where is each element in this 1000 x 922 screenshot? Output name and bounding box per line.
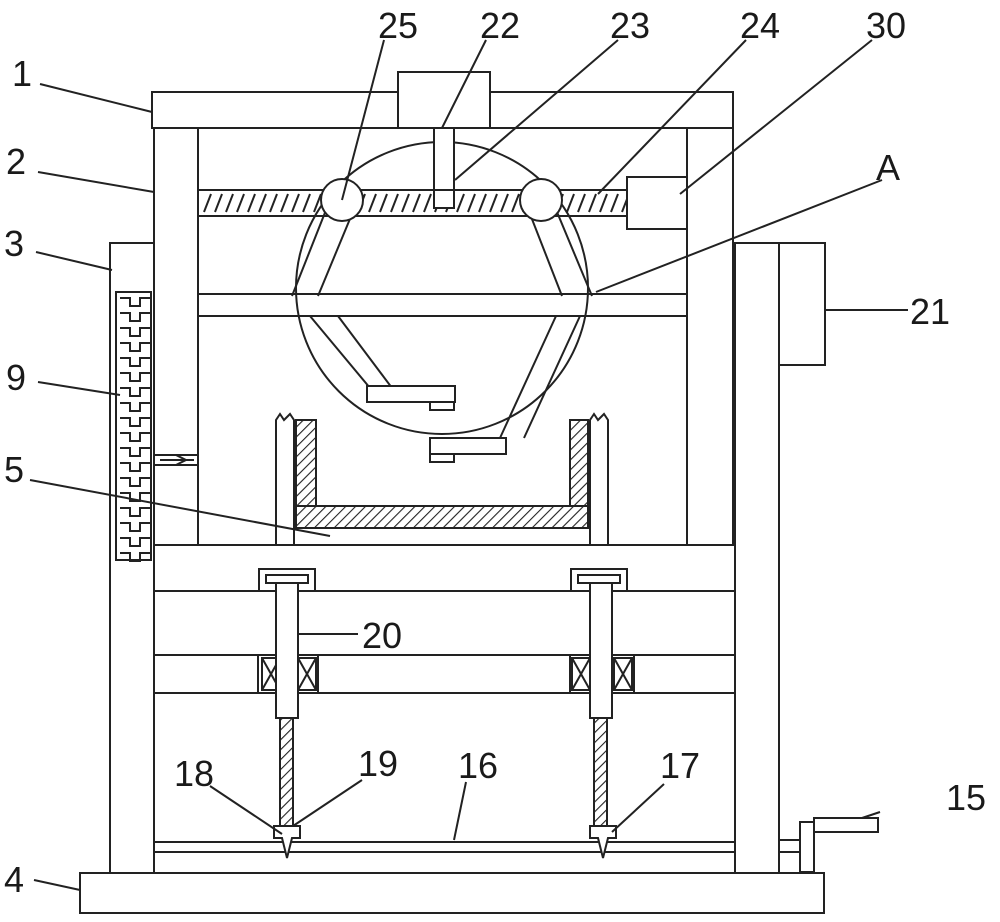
label-4: 4 [4,859,24,900]
lower-crossbar [153,654,736,694]
screw-thread [610,193,619,213]
screw-thread [379,193,388,213]
base-plate [79,872,825,914]
screw-motor [626,176,688,230]
screw-thread [577,193,586,213]
right-lifting-rod [570,568,628,829]
rack-tooth [120,297,150,307]
bottom-rail [153,841,736,853]
rack-tooth [120,522,150,532]
right-screw-nut [519,178,563,222]
rack-tooth [120,357,150,367]
label-1: 1 [12,53,32,94]
label-22: 22 [480,5,520,46]
label-30: 30 [866,5,906,46]
left-lifting-rod [258,568,316,829]
screw-thread [588,193,597,213]
horizontal-beam [197,293,688,317]
push-rod [153,454,199,466]
label-25: 25 [378,5,418,46]
screw-thread [236,193,245,213]
rack-tooth [120,552,150,562]
rack-tooth [120,387,150,397]
rack-tooth [120,492,150,502]
top-motor [397,71,491,129]
rack-tooth [120,447,150,457]
screw-thread [500,193,509,213]
label-24: 24 [740,5,780,46]
screw-thread [247,193,256,213]
label-21: 21 [910,291,950,332]
label-2: 2 [6,141,26,182]
rack-tooth [120,477,150,487]
screw-thread [313,193,322,213]
screw-thread [478,193,487,213]
rack-tooth [120,402,150,412]
lead-screw [197,189,630,217]
rack-tooth [120,312,150,322]
screw-thread [368,193,377,213]
screw-thread [423,193,432,213]
label-23: 23 [610,5,650,46]
rack-tooth [120,432,150,442]
crank-handle [778,817,879,873]
screw-thread [258,193,267,213]
screw-thread [203,193,212,213]
workpiece-tray [275,412,609,546]
label-17: 17 [660,745,700,786]
leader-lines [29,39,908,891]
screw-thread [489,193,498,213]
label-3: 3 [4,223,24,264]
screw-thread [511,193,520,213]
label-5: 5 [4,449,24,490]
right-outer-column [734,242,780,874]
label-9: 9 [6,357,26,398]
right-inner-column [686,127,734,546]
rack-tooth [120,462,150,472]
label-16: 16 [458,745,498,786]
rack-tooth [120,372,150,382]
screw-thread [467,193,476,213]
screw-thread [214,193,223,213]
label-19: 19 [358,743,398,784]
screw-thread [456,193,465,213]
screw-thread [225,193,234,213]
label-15: 15 [946,777,986,818]
shaft-collar [433,189,455,209]
screw-thread [302,193,311,213]
label-20: 20 [362,615,402,656]
rack-tooth [120,342,150,352]
screw-thread [401,193,410,213]
rack-tooth [120,537,150,547]
screw-thread [412,193,421,213]
screw-thread [280,193,289,213]
label-18: 18 [174,753,214,794]
control-box [778,242,826,366]
screw-thread [291,193,300,213]
screw-thread [269,193,278,213]
screw-thread [566,193,575,213]
right-clamp-arm [429,199,593,463]
rack-tooth [120,507,150,517]
rack-tooth [120,417,150,427]
screw-thread [390,193,399,213]
rack-tooth [120,327,150,337]
label-A: A [876,147,900,188]
middle-crossbar [153,544,736,592]
rack-teeth [115,291,152,562]
left-clamp-arm [291,199,456,411]
left-inner-column [153,127,199,546]
screw-thread [599,193,608,213]
